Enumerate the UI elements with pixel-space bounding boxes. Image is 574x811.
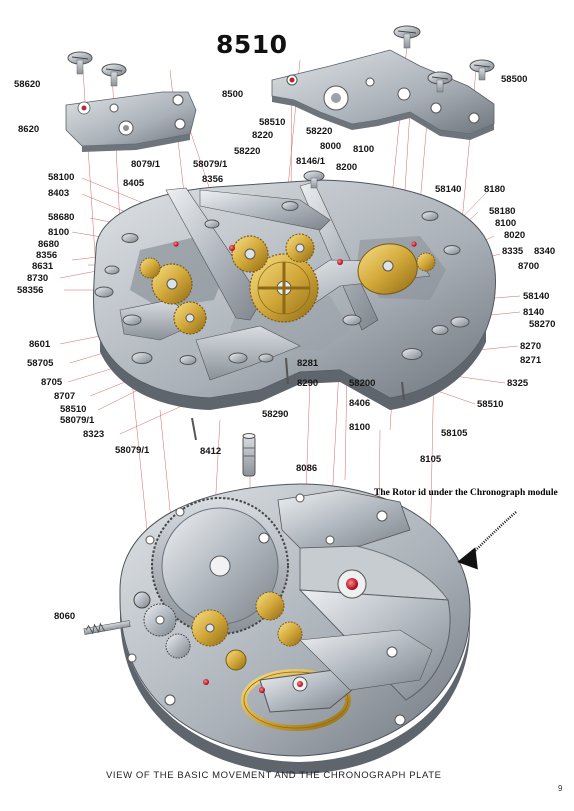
- part-label: 8405: [123, 178, 145, 189]
- part-label: 8140: [523, 307, 545, 318]
- chronograph-module: [93, 170, 496, 441]
- part-label: 8705: [41, 377, 63, 388]
- part-label: 8100: [495, 218, 517, 229]
- annotation-arrow: [457, 511, 517, 570]
- part-label: 8403: [48, 188, 70, 199]
- part-label: 8271: [520, 355, 542, 366]
- part-label: 58200: [349, 378, 376, 389]
- part-label: 58079/1: [115, 445, 150, 456]
- part-label: 58270: [529, 319, 556, 330]
- part-label: 8631: [32, 261, 54, 272]
- part-label: 8335: [502, 246, 524, 257]
- part-label: 8707: [54, 391, 76, 402]
- part-label: 8325: [507, 378, 529, 389]
- gear-upper-center: [231, 233, 315, 273]
- part-label: 58220: [306, 126, 333, 137]
- part-label: 8100: [349, 422, 371, 433]
- part-label: 8270: [520, 341, 542, 352]
- rotor-annotation: The Rotor id under the Chronograph modul…: [374, 488, 558, 498]
- tube-8086: [242, 433, 256, 477]
- part-label: 8100: [48, 227, 70, 238]
- part-label: 58100: [48, 172, 75, 183]
- part-label: 58500: [501, 74, 528, 85]
- part-label: 8412: [200, 446, 222, 457]
- part-label: 8000: [320, 141, 342, 152]
- part-label: 8220: [252, 130, 274, 141]
- part-label: 58105: [441, 428, 468, 439]
- screws-58500: [393, 25, 495, 93]
- part-label: 8406: [349, 398, 371, 409]
- gear-right: [357, 243, 436, 295]
- part-label: 8086: [296, 463, 318, 474]
- part-label: 58220: [234, 146, 261, 157]
- part-label: 8356: [202, 174, 224, 185]
- part-label: 8601: [29, 339, 51, 350]
- part-label: 58079/1: [193, 159, 228, 170]
- part-label: 8500: [222, 89, 244, 100]
- part-label: 8020: [504, 230, 526, 241]
- part-label: 8356: [36, 250, 58, 261]
- bridge-8500: [271, 49, 495, 140]
- gear-center: [249, 253, 319, 323]
- part-label: 8105: [420, 454, 442, 465]
- part-label: 58510: [477, 399, 504, 410]
- part-label: 58140: [435, 184, 462, 195]
- module-posts: [94, 201, 470, 365]
- part-label: 8100: [353, 144, 375, 155]
- page-number: 9: [558, 784, 563, 793]
- balance-wheel: [241, 661, 353, 731]
- part-label: 58356: [17, 285, 44, 296]
- bridge-8620: [65, 91, 197, 152]
- part-label: 58079/1: [60, 415, 95, 426]
- model-number-title: 8510: [216, 30, 288, 59]
- part-label: 8700: [518, 261, 540, 272]
- part-label: 58680: [48, 212, 75, 223]
- part-label: 8281: [297, 358, 319, 369]
- gears-left: [139, 257, 207, 335]
- part-label: 8079/1: [131, 159, 161, 170]
- part-label: 58510: [60, 404, 87, 415]
- screws-58620: [67, 51, 127, 87]
- part-label: 8323: [83, 429, 105, 440]
- part-label: 8146/1: [296, 156, 326, 167]
- part-label: 58510: [259, 117, 286, 128]
- part-label: 8680: [38, 239, 60, 250]
- part-label: 58180: [489, 206, 516, 217]
- large-wheel: [151, 497, 289, 635]
- part-label: 8730: [27, 273, 49, 284]
- part-label: 8200: [336, 162, 358, 173]
- part-label: 58620: [14, 79, 41, 90]
- part-label: 8620: [18, 124, 40, 135]
- part-label: 58140: [523, 291, 550, 302]
- part-label: 8340: [534, 246, 556, 257]
- part-label: 8180: [484, 184, 506, 195]
- part-label: 58705: [27, 358, 54, 369]
- part-label: 58290: [262, 409, 289, 420]
- winding-stem-8060: [83, 620, 131, 635]
- part-label: 8060: [54, 611, 76, 622]
- basic-movement: [119, 483, 471, 774]
- figure-caption: VIEW OF THE BASIC MOVEMENT AND THE CHRON…: [106, 770, 442, 781]
- part-label: 8290: [297, 378, 319, 389]
